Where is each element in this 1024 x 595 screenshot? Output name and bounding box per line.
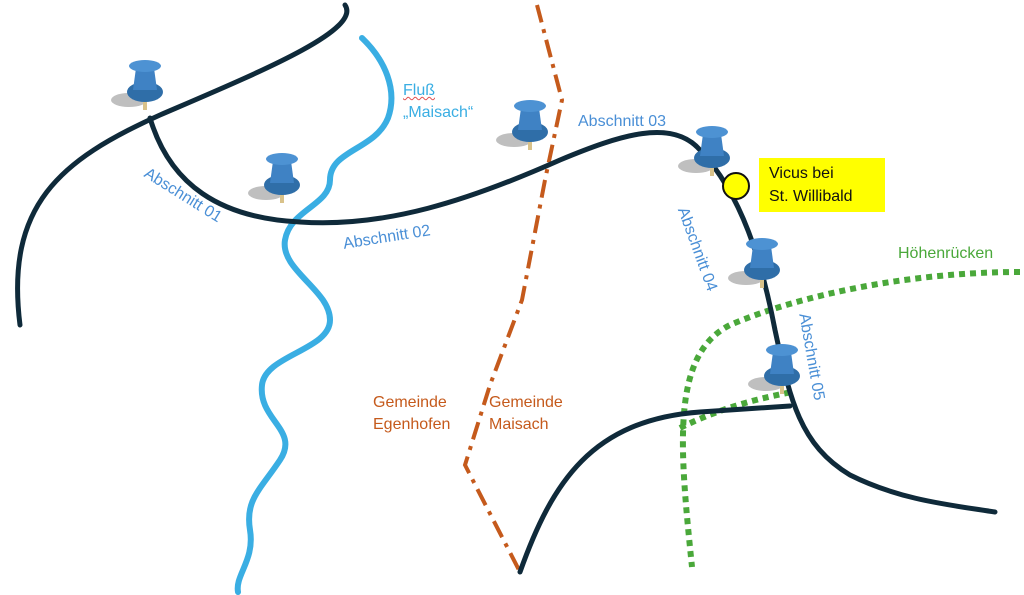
- vicus-marker: [722, 172, 750, 200]
- pushpin-icon: [248, 153, 300, 203]
- river-label: Fluß „Maisach“: [403, 80, 473, 124]
- label-line: Egenhofen: [373, 416, 451, 433]
- river-maisach: [234, 35, 395, 595]
- label-line: Gemeinde: [373, 394, 447, 411]
- label-line: Gemeinde: [489, 394, 563, 411]
- vicus-site-label: Vicus bei St. Willibald: [759, 158, 885, 212]
- municipality-egenhofen-label: Gemeinde Egenhofen: [373, 392, 450, 436]
- road-3: [517, 403, 793, 575]
- pushpin-icon: [678, 126, 730, 176]
- municipality-maisach-label: Gemeinde Maisach: [489, 392, 563, 436]
- ridge-line: [679, 269, 1021, 568]
- label-line: St. Willibald: [769, 188, 853, 205]
- road-2: [147, 115, 998, 515]
- pushpin-icon: [111, 60, 163, 110]
- ridge-line-branch: [678, 389, 793, 431]
- road-1: [15, 2, 350, 328]
- ridge-label: Höhenrücken: [898, 245, 994, 262]
- pushpin-icon: [728, 238, 780, 288]
- pushpin-icon: [748, 344, 800, 394]
- label-line: Vicus bei: [769, 165, 834, 182]
- municipality-border: [462, 4, 565, 573]
- river-label-line2: „Maisach“: [403, 104, 474, 121]
- pushpin-icon: [496, 100, 548, 150]
- section-label-03: Abschnitt 03: [578, 113, 667, 130]
- river-label-line1: Fluß: [403, 82, 435, 99]
- label-line: Maisach: [489, 416, 549, 433]
